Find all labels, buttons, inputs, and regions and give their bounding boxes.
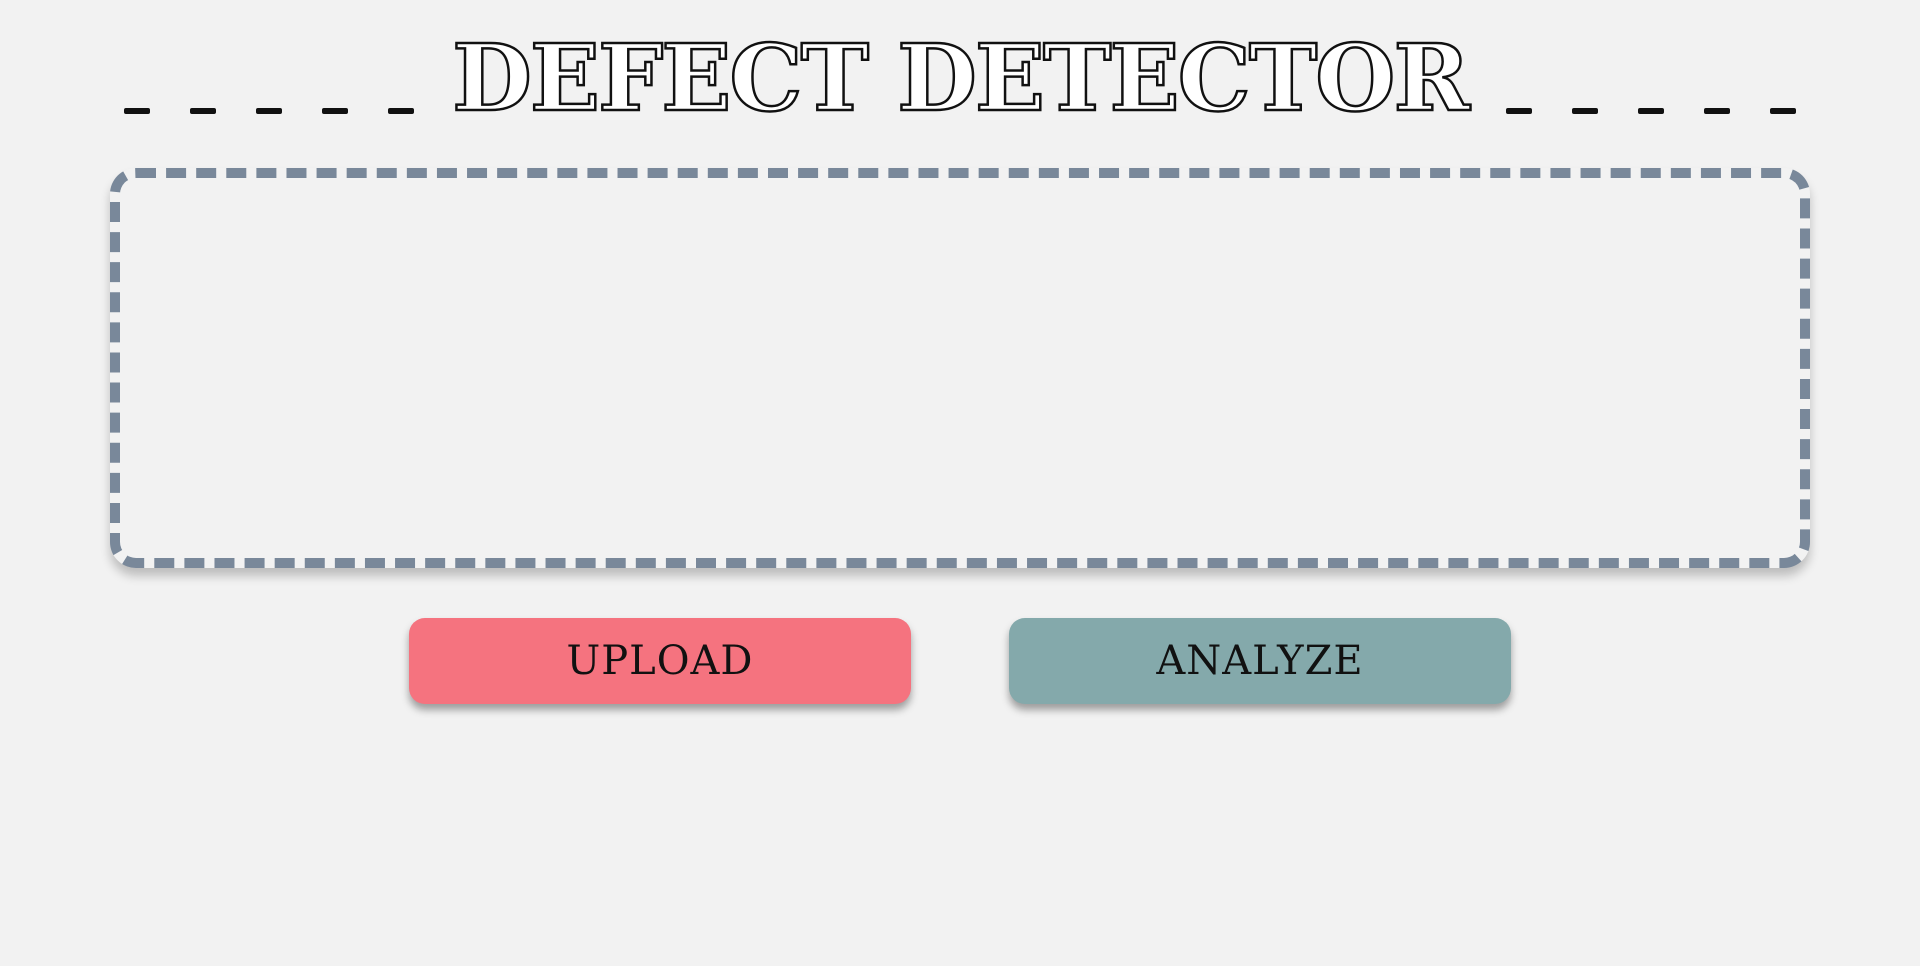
analyze-button[interactable]: ANALYZE bbox=[1009, 618, 1511, 704]
dash-divider bbox=[1769, 108, 1796, 114]
title-decoration-left bbox=[124, 108, 415, 114]
upload-button[interactable]: UPLOAD bbox=[409, 618, 911, 704]
dash-divider bbox=[1571, 108, 1598, 114]
header: DEFECT DETECTOR bbox=[0, 24, 1920, 132]
page-title: DEFECT DETECTOR bbox=[451, 24, 1471, 132]
dash-divider bbox=[1505, 108, 1532, 114]
dash-divider bbox=[388, 108, 415, 114]
dash-divider bbox=[256, 108, 283, 114]
dash-divider bbox=[124, 108, 151, 114]
title-decoration-right bbox=[1505, 108, 1796, 114]
dash-divider bbox=[1703, 108, 1730, 114]
dash-divider bbox=[190, 108, 217, 114]
image-drop-zone[interactable] bbox=[110, 168, 1810, 568]
dash-divider bbox=[1637, 108, 1664, 114]
dash-divider bbox=[322, 108, 349, 114]
